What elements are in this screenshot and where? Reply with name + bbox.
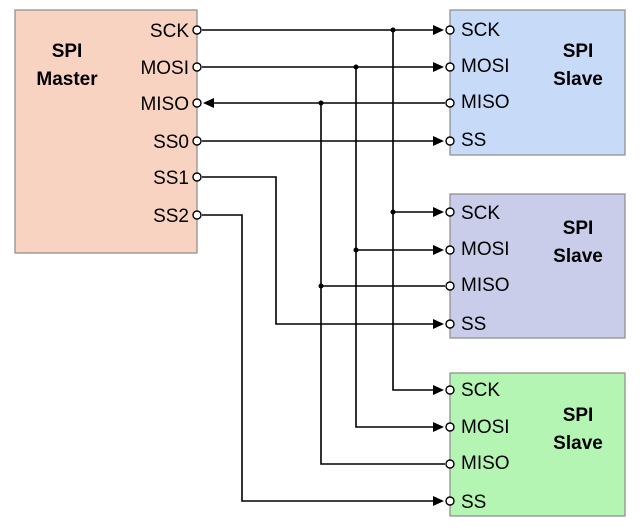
slave-3-title-line1: SPI xyxy=(563,405,594,426)
slave-1-pin-sck-label: SCK xyxy=(461,20,500,41)
master-miso-pin-icon xyxy=(192,98,202,108)
spi-slave-2-block xyxy=(449,193,626,339)
miso-junction-dot xyxy=(318,100,324,106)
slave-2-pin-ss-label: SS xyxy=(461,314,486,335)
slave-1-mosi-pin-icon xyxy=(445,62,455,72)
master-title-line2: Master xyxy=(36,69,98,90)
master-pin-ss0-label: SS0 xyxy=(153,132,189,153)
miso-junction-dot xyxy=(318,283,324,289)
master-pin-ss2-label: SS2 xyxy=(153,206,189,227)
master-ss0-pin-icon xyxy=(192,136,202,146)
sck-junction-dot xyxy=(390,209,396,215)
slave-1-title-line1: SPI xyxy=(563,41,594,62)
slave-2-ss-pin-icon xyxy=(445,319,455,329)
slave-2-pin-sck-label: SCK xyxy=(461,203,500,224)
arrowhead-icon xyxy=(433,136,444,146)
arrowhead-icon xyxy=(433,319,444,329)
sck-junction-dot xyxy=(390,27,396,33)
arrowhead-icon xyxy=(433,422,444,432)
sck-bus-vertical xyxy=(392,30,442,391)
master-pin-mosi-label: MOSI xyxy=(140,58,189,79)
slave-1-ss-pin-icon xyxy=(445,136,455,146)
arrowhead-icon xyxy=(433,496,444,506)
master-sck-pin-icon xyxy=(192,25,202,35)
master-pin-sck-label: SCK xyxy=(150,21,189,42)
slave-2-miso-pin-icon xyxy=(445,281,455,291)
arrowhead-icon xyxy=(203,98,214,108)
spi-slave-3-block xyxy=(449,372,626,517)
slave-3-pin-miso-label: MISO xyxy=(461,453,510,474)
spi-slave-1-block xyxy=(449,9,626,156)
master-ss2-pin-icon xyxy=(192,210,202,220)
master-mosi-pin-icon xyxy=(192,62,202,72)
spi-master-block xyxy=(14,9,198,254)
slave-1-miso-pin-icon xyxy=(445,98,455,108)
arrowhead-icon xyxy=(433,62,444,72)
mosi-junction-dot xyxy=(353,64,359,70)
master-title-line1: SPI xyxy=(52,41,83,62)
slave-1-pin-miso-label: MISO xyxy=(461,92,510,113)
mosi-bus-vertical xyxy=(355,67,442,428)
slave-3-miso-pin-icon xyxy=(445,459,455,469)
slave-1-sck-pin-icon xyxy=(445,25,455,35)
ss1-wire xyxy=(202,176,442,325)
slave-3-pin-sck-label: SCK xyxy=(461,380,500,401)
slave-3-sck-pin-icon xyxy=(445,385,455,395)
slave-2-pin-mosi-label: MOSI xyxy=(461,239,510,260)
slave-3-title-line2: Slave xyxy=(553,433,603,454)
slave-1-title-line2: Slave xyxy=(553,69,603,90)
master-pin-miso-label: MISO xyxy=(140,94,189,115)
arrowhead-icon xyxy=(433,245,444,255)
ss2-wire xyxy=(202,214,442,502)
slave-3-pin-ss-label: SS xyxy=(461,492,486,513)
slave-2-pin-miso-label: MISO xyxy=(461,275,510,296)
slave-2-title-line2: Slave xyxy=(553,246,603,267)
miso-bus-vertical xyxy=(320,103,445,465)
master-ss1-pin-icon xyxy=(192,172,202,182)
slave-3-pin-mosi-label: MOSI xyxy=(461,417,510,438)
slave-1-pin-ss-label: SS xyxy=(461,130,486,151)
slave-3-mosi-pin-icon xyxy=(445,422,455,432)
mosi-junction-dot xyxy=(353,247,359,253)
master-pin-ss1-label: SS1 xyxy=(153,168,189,189)
arrowhead-icon xyxy=(433,207,444,217)
slave-1-pin-mosi-label: MOSI xyxy=(461,56,510,77)
arrowhead-icon xyxy=(433,385,444,395)
slave-2-title-line1: SPI xyxy=(563,218,594,239)
slave-2-mosi-pin-icon xyxy=(445,245,455,255)
arrowhead-icon xyxy=(433,25,444,35)
slave-3-ss-pin-icon xyxy=(445,496,455,506)
slave-2-sck-pin-icon xyxy=(445,207,455,217)
